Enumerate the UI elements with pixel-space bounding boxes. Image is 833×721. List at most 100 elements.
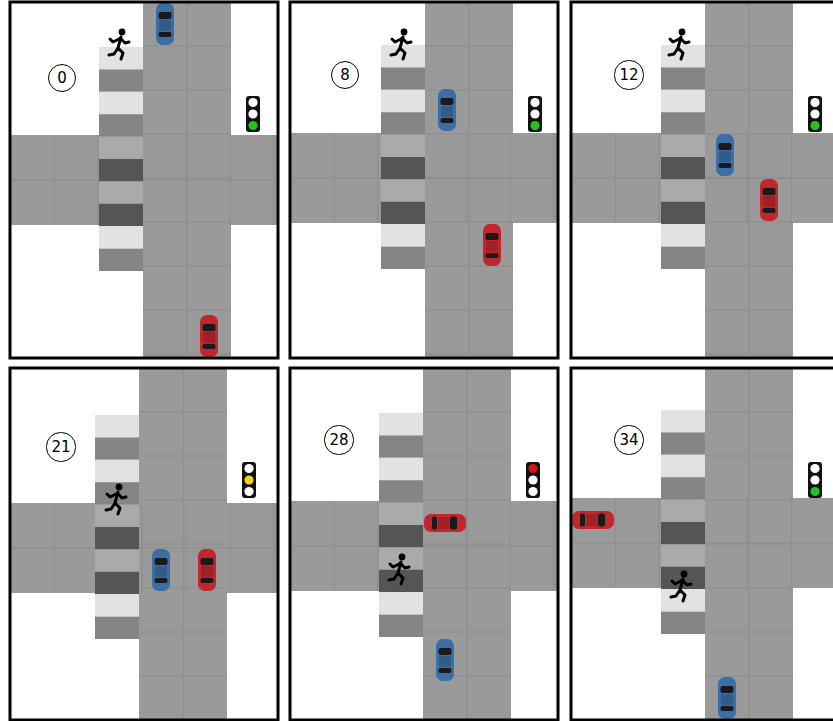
pedestrian-icon <box>671 571 691 601</box>
scene-panel <box>10 2 278 358</box>
car-windshield <box>721 686 734 693</box>
pedestrian-head <box>399 554 406 561</box>
pedestrian-body <box>671 579 691 601</box>
traffic-lamp <box>530 121 539 130</box>
panel-border <box>10 2 278 358</box>
car <box>718 677 736 719</box>
panel-content <box>10 368 278 720</box>
car-body <box>198 549 216 591</box>
car-roof <box>438 517 449 529</box>
panel-content <box>571 368 833 720</box>
vertical-road <box>139 368 227 720</box>
car-windshield <box>719 143 732 150</box>
traffic-light-housing <box>808 96 822 132</box>
crosswalk-stripe <box>661 179 705 201</box>
traffic-light-housing <box>242 462 256 498</box>
car-rear-window <box>441 118 454 123</box>
crosswalk-stripe <box>661 135 705 157</box>
car-roof <box>201 566 213 577</box>
crosswalk-stripe <box>379 435 423 457</box>
pedestrian-body <box>109 37 129 59</box>
pedestrian-body <box>389 562 409 584</box>
car-roof <box>439 656 451 667</box>
crosswalk-stripe <box>661 157 705 179</box>
car-roof <box>586 514 597 526</box>
panel-ground <box>290 2 558 358</box>
road-tile-line <box>749 368 750 720</box>
vertical-road <box>425 2 513 358</box>
car-rear-window <box>721 706 734 711</box>
crosswalk-stripe <box>661 522 705 544</box>
crosswalk-stripe <box>381 247 425 269</box>
car-windshield <box>763 188 776 195</box>
road-tile-line <box>183 368 184 720</box>
crosswalk-stripe <box>95 572 139 594</box>
traffic-lamp <box>244 464 253 473</box>
car-windshield <box>159 12 172 19</box>
pedestrian-body <box>106 492 126 514</box>
step-number: 21 <box>51 440 70 455</box>
pedestrian-head <box>116 484 123 491</box>
traffic-lamp <box>810 475 819 484</box>
crosswalk-stripe <box>661 90 705 112</box>
car <box>198 549 216 591</box>
panel-border <box>571 368 833 720</box>
crosswalk-stripe <box>99 92 143 114</box>
step-number: 8 <box>340 68 350 83</box>
car-roof <box>159 20 171 31</box>
car-rear-window <box>432 517 437 530</box>
crosswalk-stripe <box>381 157 425 179</box>
step-number: 0 <box>57 71 67 86</box>
crosswalk-stripe <box>379 503 423 525</box>
pedestrian-head <box>681 571 688 578</box>
traffic-light-housing <box>246 96 260 132</box>
car-roof <box>486 241 498 252</box>
crosswalk-stripe <box>381 112 425 134</box>
car-rear-window <box>439 668 452 673</box>
car-roof <box>721 694 733 705</box>
car <box>424 514 466 532</box>
car <box>200 315 218 357</box>
pedestrian-body <box>391 37 411 59</box>
car-body <box>718 677 736 719</box>
crosswalk-stripe <box>661 202 705 224</box>
traffic-lamp <box>528 487 537 496</box>
traffic-lamp <box>530 98 539 107</box>
crosswalk-stripe <box>661 477 705 499</box>
road-tile-line <box>10 180 278 181</box>
scene-panel <box>571 368 833 720</box>
panel-ground <box>10 2 278 358</box>
crosswalk-stripe <box>661 67 705 89</box>
crosswalk-stripe <box>379 615 423 637</box>
crosswalk-stripe <box>99 204 143 226</box>
car-rear-window <box>763 208 776 213</box>
panel-content <box>290 2 558 358</box>
pedestrian-icon <box>109 29 129 59</box>
traffic-lamp <box>248 109 257 118</box>
car <box>572 511 614 529</box>
pedestrian-icon <box>389 554 409 584</box>
traffic-lamp <box>248 121 257 130</box>
traffic-light <box>808 462 822 498</box>
panel-ground <box>571 2 833 358</box>
road-tile-line <box>467 368 468 720</box>
traffic-light-housing <box>526 462 540 498</box>
car <box>438 89 456 131</box>
panel-ground <box>571 368 833 720</box>
crosswalk-stripe <box>95 415 139 437</box>
pedestrian-body <box>669 37 689 59</box>
pedestrian-head <box>401 29 408 36</box>
road-tile-line <box>290 546 558 547</box>
panel-border <box>571 2 833 358</box>
crosswalk-stripe <box>99 226 143 248</box>
traffic-light-housing <box>808 462 822 498</box>
crosswalk-stripe <box>379 413 423 435</box>
traffic-lamp <box>530 109 539 118</box>
road-tile-line <box>749 2 750 358</box>
step-number: 28 <box>329 433 348 448</box>
step-number-circle: 0 <box>48 64 76 92</box>
crosswalk-stripe <box>379 480 423 502</box>
pedestrian-icon <box>391 29 411 59</box>
car-windshield <box>598 514 605 527</box>
car-windshield <box>203 324 216 331</box>
